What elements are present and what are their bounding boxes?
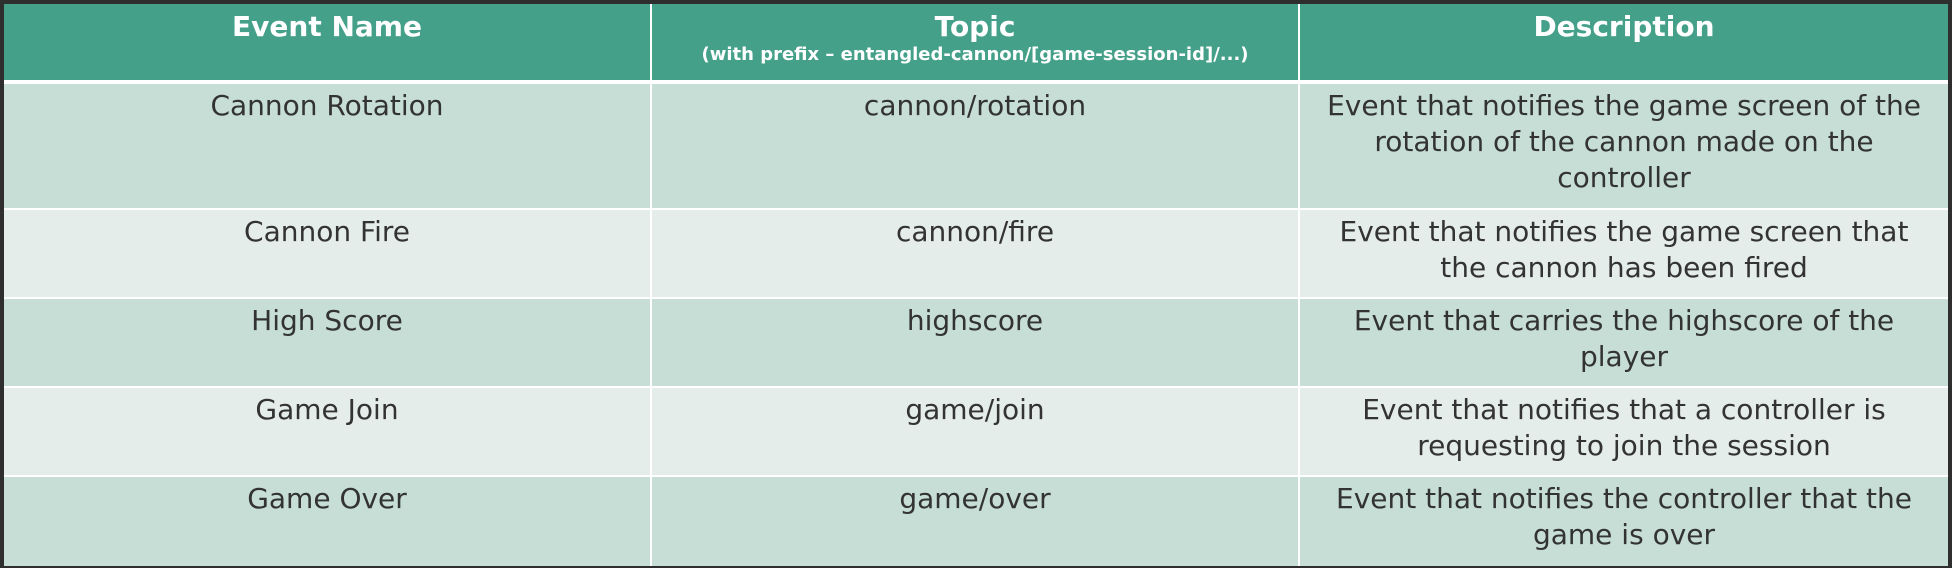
- table-row: High Score highscore Event that carries …: [4, 299, 1948, 388]
- cell-description: Event that carries the highscore of the …: [1300, 299, 1948, 388]
- header-topic-label: Topic: [934, 10, 1016, 43]
- table-row: Game Over game/over Event that notifies …: [4, 477, 1948, 566]
- header-event-name: Event Name: [4, 4, 652, 84]
- cell-topic: highscore: [652, 299, 1300, 388]
- cell-topic: cannon/rotation: [652, 84, 1300, 210]
- table-header: Event Name Topic (with prefix – entangle…: [4, 4, 1948, 84]
- cell-topic: cannon/fire: [652, 210, 1300, 299]
- cell-event-name: High Score: [4, 299, 652, 388]
- events-table: Event Name Topic (with prefix – entangle…: [4, 4, 1948, 566]
- cell-description: Event that notifies the game screen of t…: [1300, 84, 1948, 210]
- header-event-name-label: Event Name: [232, 10, 422, 43]
- table-row: Cannon Rotation cannon/rotation Event th…: [4, 84, 1948, 210]
- table-row: Game Join game/join Event that notifies …: [4, 388, 1948, 477]
- cell-description: Event that notifies the controller that …: [1300, 477, 1948, 566]
- cell-topic: game/join: [652, 388, 1300, 477]
- cell-event-name: Cannon Rotation: [4, 84, 652, 210]
- header-topic-sublabel: (with prefix – entangled-cannon/[game-se…: [701, 44, 1249, 65]
- cell-event-name: Game Join: [4, 388, 652, 477]
- events-table-frame: Event Name Topic (with prefix – entangle…: [4, 4, 1948, 566]
- header-description-label: Description: [1533, 10, 1715, 43]
- cell-event-name: Game Over: [4, 477, 652, 566]
- header-row: Event Name Topic (with prefix – entangle…: [4, 4, 1948, 84]
- cell-description: Event that notifies that a controller is…: [1300, 388, 1948, 477]
- cell-topic: game/over: [652, 477, 1300, 566]
- table-body: Cannon Rotation cannon/rotation Event th…: [4, 84, 1948, 566]
- header-topic: Topic (with prefix – entangled-cannon/[g…: [652, 4, 1300, 84]
- cell-event-name: Cannon Fire: [4, 210, 652, 299]
- header-description: Description: [1300, 4, 1948, 84]
- cell-description: Event that notifies the game screen that…: [1300, 210, 1948, 299]
- table-row: Cannon Fire cannon/fire Event that notif…: [4, 210, 1948, 299]
